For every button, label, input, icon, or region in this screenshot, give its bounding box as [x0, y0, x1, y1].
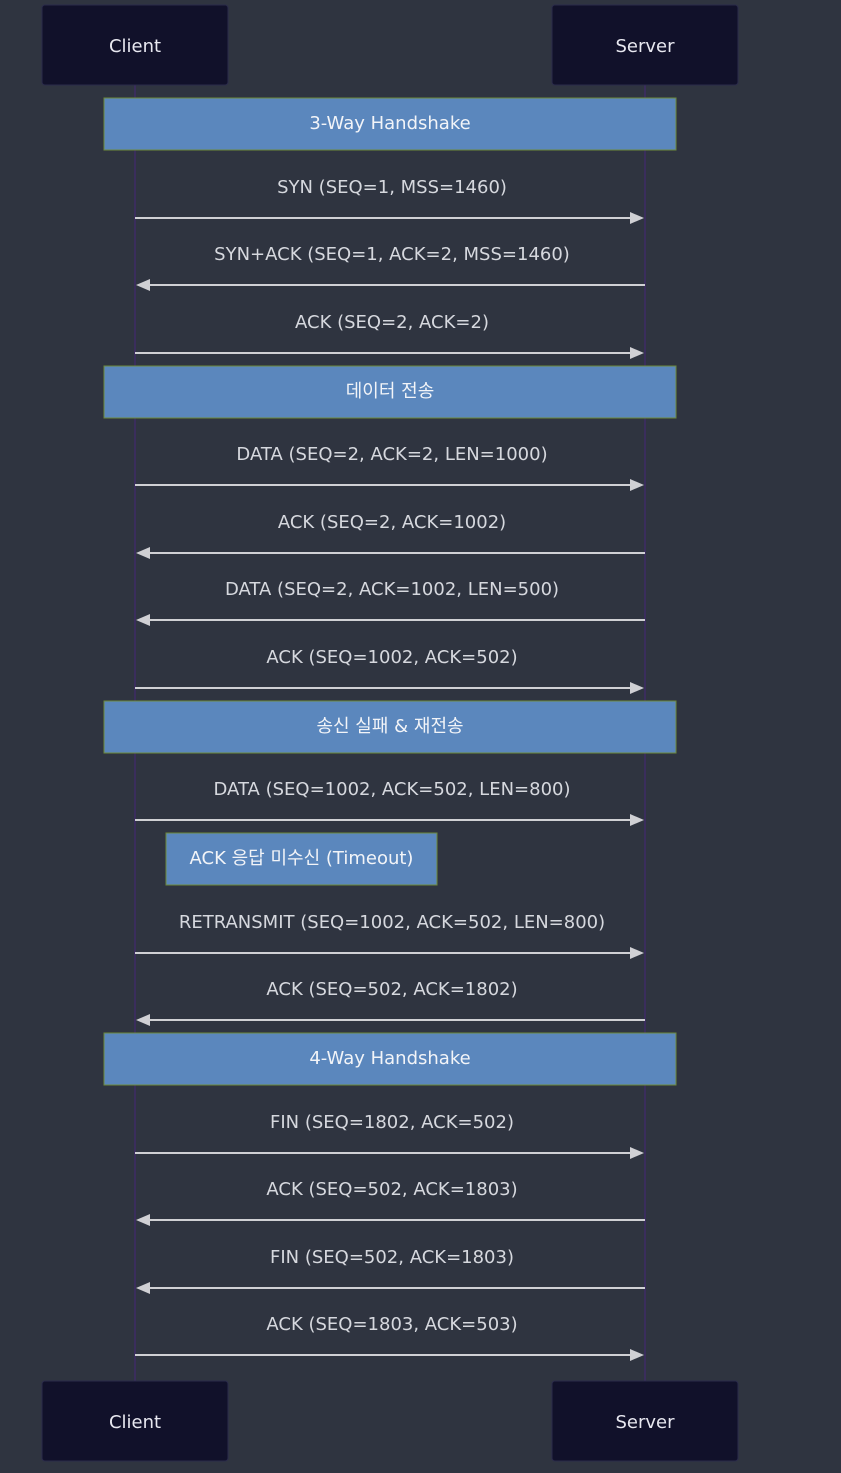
message-ack-3: ACK (SEQ=2, ACK=2): [135, 312, 644, 359]
message-syn-1: SYN (SEQ=1, MSS=1460): [135, 177, 644, 224]
note-box: [103, 1032, 677, 1086]
message-syn-ack-2: SYN+ACK (SEQ=1, ACK=2, MSS=1460): [136, 244, 645, 291]
note-label: 송신 실패 & 재전송: [316, 716, 463, 737]
arrowhead-icon: [136, 1214, 150, 1226]
note-label: 데이터 전송: [346, 381, 435, 402]
arrowhead-icon: [630, 814, 644, 826]
client-actor-label: Client: [109, 36, 161, 57]
note-3-way-handshake: 3-Way Handshake: [103, 97, 677, 151]
message-label: SYN+ACK (SEQ=1, ACK=2, MSS=1460): [214, 244, 570, 265]
note-box: [103, 700, 677, 754]
note-section-4: 데이터 전송: [103, 365, 677, 419]
client-actor-label: Client: [109, 1412, 161, 1433]
message-label: SYN (SEQ=1, MSS=1460): [277, 177, 507, 198]
note-box: [103, 365, 677, 419]
client-actor-top: Client: [41, 4, 229, 86]
arrowhead-icon: [136, 1014, 150, 1026]
message-data-7: DATA (SEQ=2, ACK=1002, LEN=500): [136, 579, 645, 626]
message-fin-15: FIN (SEQ=1802, ACK=502): [135, 1112, 644, 1159]
message-label: DATA (SEQ=2, ACK=1002, LEN=500): [225, 579, 559, 600]
arrowhead-icon: [630, 1349, 644, 1361]
message-label: RETRANSMIT (SEQ=1002, ACK=502, LEN=800): [179, 912, 605, 933]
message-data-5: DATA (SEQ=2, ACK=2, LEN=1000): [135, 444, 644, 491]
arrowhead-icon: [136, 279, 150, 291]
message-fin-17: FIN (SEQ=502, ACK=1803): [136, 1247, 645, 1294]
message-label: DATA (SEQ=1002, ACK=502, LEN=800): [214, 779, 571, 800]
message-label: FIN (SEQ=1802, ACK=502): [270, 1112, 514, 1133]
message-label: ACK (SEQ=1803, ACK=503): [266, 1314, 517, 1335]
arrowhead-icon: [630, 479, 644, 491]
message-label: ACK (SEQ=502, ACK=1803): [266, 1179, 517, 1200]
note-section-9: 송신 실패 & 재전송: [103, 700, 677, 754]
message-label: FIN (SEQ=502, ACK=1803): [270, 1247, 514, 1268]
server-actor-bottom: Server: [551, 1380, 739, 1462]
note-box: [165, 832, 438, 886]
message-label: ACK (SEQ=2, ACK=1002): [278, 512, 506, 533]
arrowhead-icon: [630, 1147, 644, 1159]
note-box: [103, 97, 677, 151]
message-ack-8: ACK (SEQ=1002, ACK=502): [135, 647, 644, 694]
message-ack-13: ACK (SEQ=502, ACK=1802): [136, 979, 645, 1026]
message-retransmit-12: RETRANSMIT (SEQ=1002, ACK=502, LEN=800): [135, 912, 644, 959]
message-label: ACK (SEQ=1002, ACK=502): [266, 647, 517, 668]
note-4-way-handshake: 4-Way Handshake: [103, 1032, 677, 1086]
arrowhead-icon: [136, 614, 150, 626]
note-label: ACK 응답 미수신 (Timeout): [190, 848, 414, 869]
note-label: 4-Way Handshake: [309, 1048, 470, 1069]
note-label: 3-Way Handshake: [309, 113, 470, 134]
message-ack-6: ACK (SEQ=2, ACK=1002): [136, 512, 645, 559]
server-actor-label: Server: [615, 1412, 675, 1433]
server-actor-top: Server: [551, 4, 739, 86]
client-actor-bottom: Client: [41, 1380, 229, 1462]
server-actor-label: Server: [615, 36, 675, 57]
message-label: DATA (SEQ=2, ACK=2, LEN=1000): [236, 444, 547, 465]
arrowhead-icon: [630, 347, 644, 359]
arrowhead-icon: [630, 947, 644, 959]
message-ack-18: ACK (SEQ=1803, ACK=503): [135, 1314, 644, 1361]
message-label: ACK (SEQ=2, ACK=2): [295, 312, 489, 333]
arrowhead-icon: [136, 547, 150, 559]
arrowhead-icon: [630, 682, 644, 694]
message-ack-16: ACK (SEQ=502, ACK=1803): [136, 1179, 645, 1226]
message-data-10: DATA (SEQ=1002, ACK=502, LEN=800): [135, 779, 644, 826]
note-ack-timeout: ACK 응답 미수신 (Timeout): [165, 832, 438, 886]
arrowhead-icon: [136, 1282, 150, 1294]
message-label: ACK (SEQ=502, ACK=1802): [266, 979, 517, 1000]
arrowhead-icon: [630, 212, 644, 224]
